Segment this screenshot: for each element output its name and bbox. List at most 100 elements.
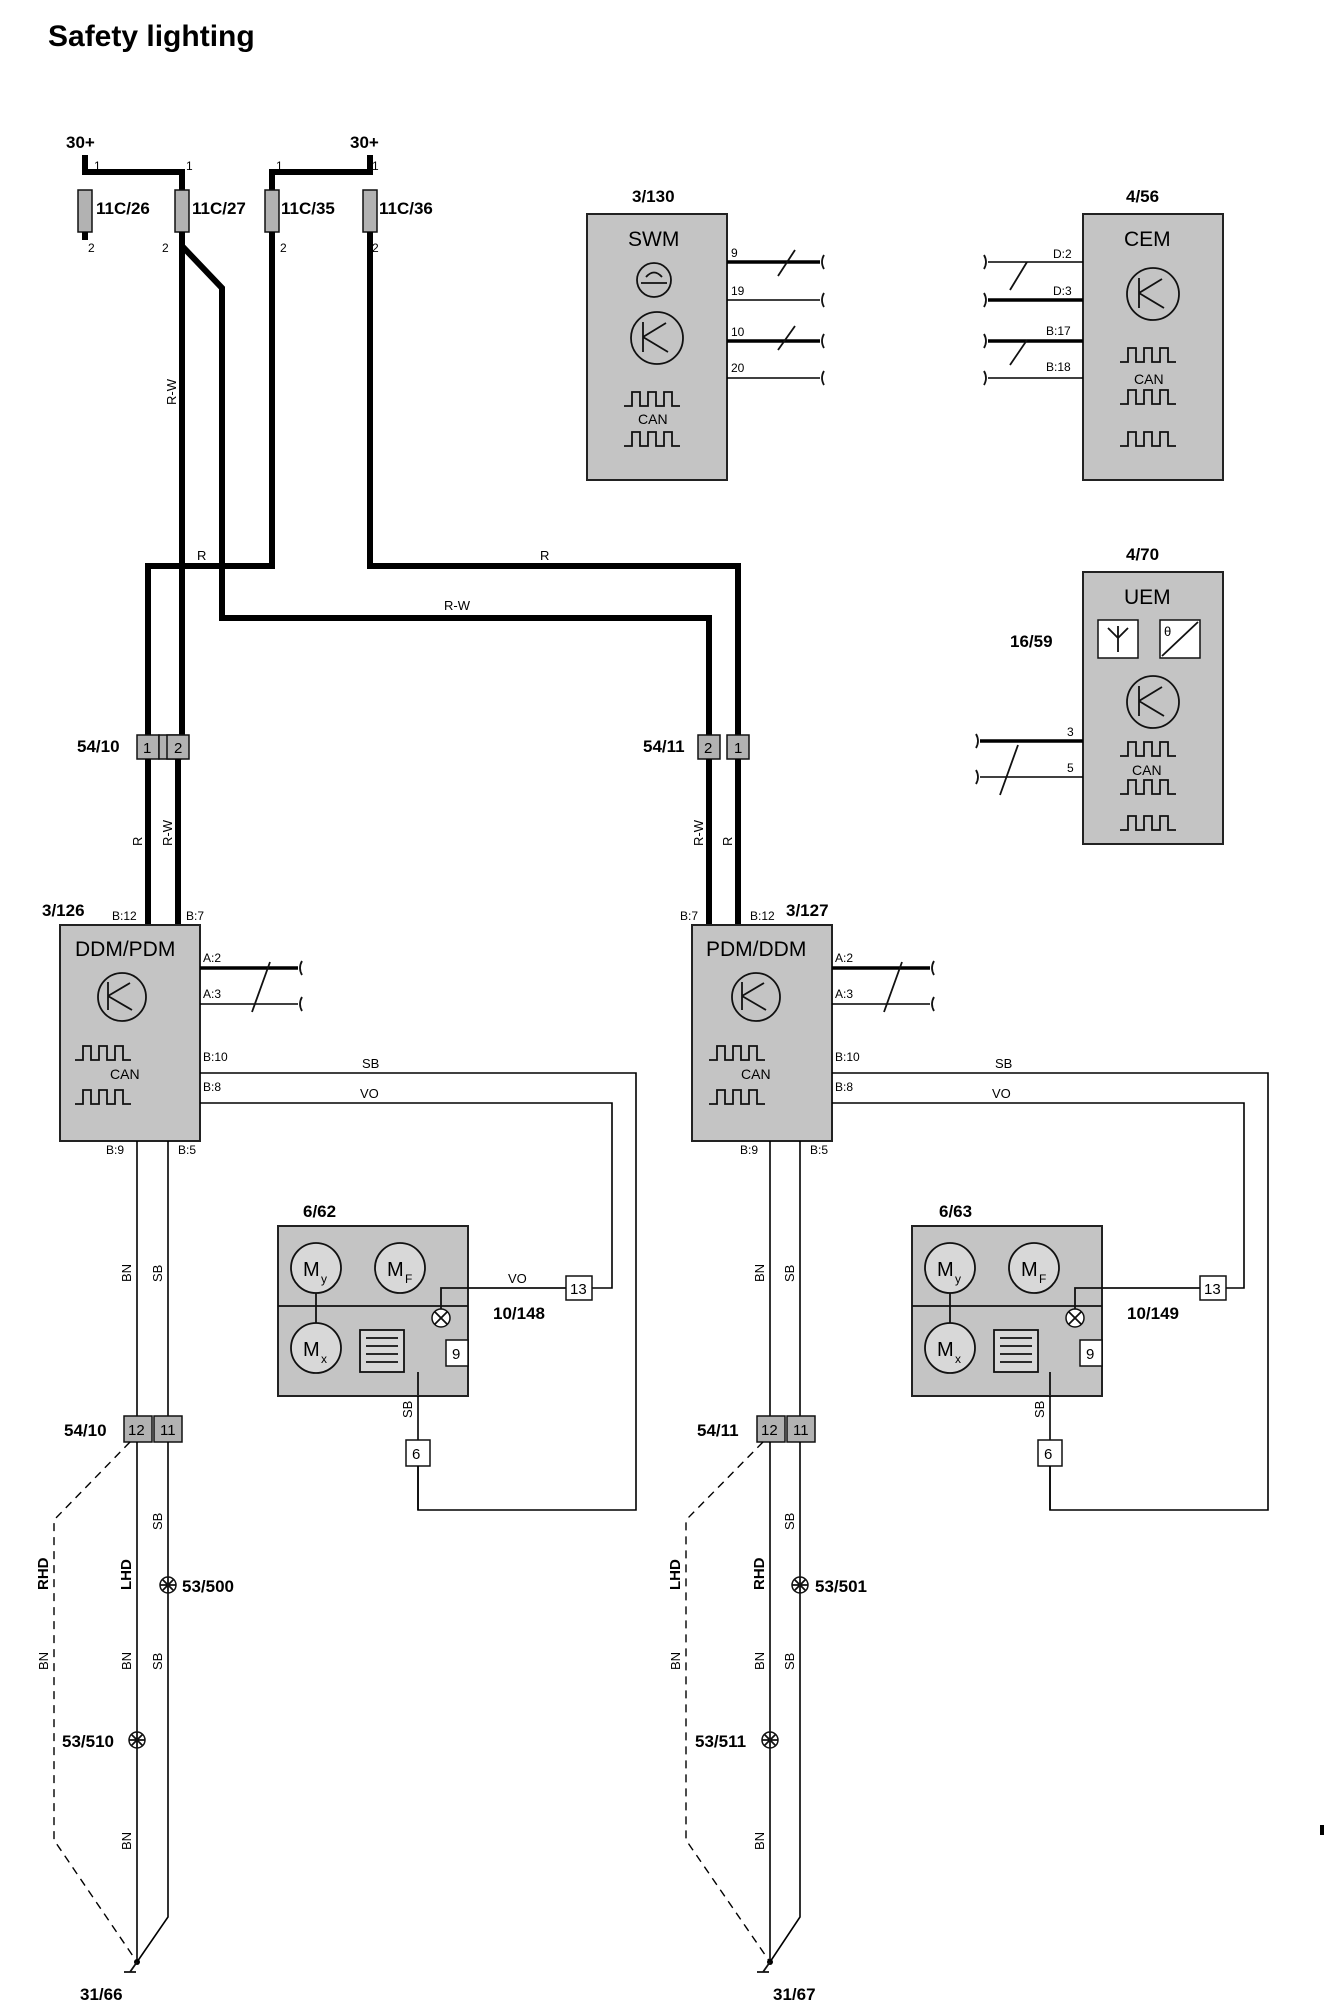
svg-text:B:18: B:18	[1046, 360, 1071, 374]
svg-text:CEM: CEM	[1124, 228, 1171, 251]
svg-text:F: F	[405, 1272, 412, 1286]
svg-text:VO: VO	[992, 1086, 1011, 1101]
svg-text:θ: θ	[1164, 624, 1171, 639]
svg-text:R-W: R-W	[164, 378, 179, 405]
svg-text:19: 19	[731, 284, 745, 298]
page-title: Safety lighting	[48, 20, 255, 53]
module-right-door: 3/127 B:7 B:12 PDM/DDM CAN A:2 A:3 B:10 …	[680, 901, 935, 1157]
svg-text:R-W: R-W	[444, 598, 471, 613]
svg-text:1: 1	[372, 159, 379, 173]
svg-text:B:5: B:5	[810, 1143, 828, 1157]
svg-text:R-W: R-W	[691, 819, 706, 846]
svg-text:A:3: A:3	[203, 987, 221, 1001]
can-wave-icon	[75, 1045, 131, 1061]
svg-text:BN: BN	[36, 1652, 51, 1670]
supply-wire-left	[82, 155, 185, 190]
svg-text:SB: SB	[150, 1265, 165, 1282]
svg-text:M: M	[937, 1259, 954, 1281]
wire-rw-right	[179, 243, 712, 735]
antenna-label: 16/59	[1010, 632, 1053, 651]
svg-text:3/130: 3/130	[632, 187, 675, 206]
svg-text:x: x	[955, 1352, 961, 1366]
lamp-label: 10/149	[1127, 1304, 1179, 1323]
svg-text:53/511: 53/511	[695, 1732, 746, 1751]
fuse-11c35: 1 2 11C/35	[264, 159, 335, 255]
svg-text:54/11: 54/11	[643, 737, 685, 756]
svg-text:31/66: 31/66	[80, 1985, 123, 2000]
connector-54-10-lower: 54/10 12 11	[64, 1415, 183, 1443]
module-cem: 4/56 CEM CAN D:2 D:3 B:17 B:18	[983, 187, 1224, 481]
svg-text:1: 1	[276, 159, 283, 173]
transistor-icon	[731, 972, 781, 1022]
svg-text:R-W: R-W	[160, 819, 175, 846]
fuse-11c36: 1 2 11C/36	[362, 159, 433, 255]
horn-icon	[636, 262, 672, 298]
wire-r-left	[145, 232, 275, 735]
svg-text:13: 13	[1204, 1281, 1221, 1298]
svg-text:SB: SB	[995, 1056, 1012, 1071]
svg-text:SB: SB	[400, 1401, 415, 1418]
splice-53-500: 53/500	[159, 1576, 234, 1596]
svg-text:5: 5	[1067, 761, 1074, 775]
svg-text:CAN: CAN	[1134, 371, 1164, 387]
svg-text:53/500: 53/500	[182, 1577, 234, 1596]
svg-text:2: 2	[174, 740, 182, 757]
lamp-label: 10/148	[493, 1304, 545, 1323]
svg-text:B:10: B:10	[203, 1050, 228, 1064]
svg-text:2: 2	[280, 241, 287, 255]
svg-text:y: y	[321, 1272, 327, 1286]
svg-text:x: x	[321, 1352, 327, 1366]
svg-text:1: 1	[143, 740, 151, 757]
svg-text:SB: SB	[782, 1265, 797, 1282]
wire-vo-left	[200, 1102, 613, 1289]
svg-text:CAN: CAN	[110, 1066, 140, 1082]
fuse-label: 11C/36	[379, 199, 433, 218]
svg-text:54/10: 54/10	[64, 1421, 107, 1440]
module-swm: 3/130 SWM CAN 9 19 10 20	[586, 187, 825, 481]
svg-text:SB: SB	[150, 1653, 165, 1670]
svg-text:CAN: CAN	[741, 1066, 771, 1082]
svg-text:M: M	[303, 1259, 320, 1281]
svg-text:12: 12	[761, 1422, 778, 1439]
wire-r-right	[367, 232, 741, 735]
can-wave-icon	[624, 391, 680, 407]
svg-text:BN: BN	[752, 1264, 767, 1282]
svg-text:M: M	[387, 1259, 404, 1281]
svg-text:B:5: B:5	[178, 1143, 196, 1157]
svg-text:BN: BN	[119, 1652, 134, 1670]
svg-text:12: 12	[128, 1422, 145, 1439]
svg-text:BN: BN	[668, 1652, 683, 1670]
svg-text:6: 6	[412, 1446, 420, 1463]
svg-text:9: 9	[452, 1346, 460, 1363]
svg-text:CAN: CAN	[638, 411, 668, 427]
svg-text:M: M	[1021, 1259, 1038, 1281]
module-left-mirror: 6/62 M y M F M x 9 VO 10/148	[277, 1202, 578, 1397]
svg-text:2: 2	[88, 241, 95, 255]
svg-text:6/62: 6/62	[303, 1202, 336, 1221]
svg-text:SB: SB	[782, 1513, 797, 1530]
svg-text:RHD: RHD	[35, 1557, 52, 1590]
svg-text:SB: SB	[150, 1513, 165, 1530]
heater-icon	[359, 1329, 405, 1373]
svg-text:VO: VO	[360, 1086, 379, 1101]
svg-text:SB: SB	[362, 1056, 379, 1071]
svg-text:31/67: 31/67	[773, 1985, 816, 2000]
svg-text:3/126: 3/126	[42, 901, 85, 920]
fuse-label: 11C/27	[192, 199, 246, 218]
svg-text:9: 9	[1086, 1346, 1094, 1363]
svg-text:3: 3	[1067, 725, 1074, 739]
svg-text:6: 6	[1044, 1446, 1052, 1463]
svg-text:B:17: B:17	[1046, 324, 1071, 338]
transistor-icon	[97, 972, 147, 1022]
svg-text:B:9: B:9	[106, 1143, 124, 1157]
fuse-label: 11C/26	[96, 199, 150, 218]
svg-text:D:2: D:2	[1053, 247, 1072, 261]
svg-text:R: R	[197, 548, 206, 563]
svg-text:A:2: A:2	[203, 951, 221, 965]
svg-text:2: 2	[162, 241, 169, 255]
splice-53-510: 53/510	[62, 1731, 146, 1751]
svg-text:4/70: 4/70	[1126, 545, 1159, 564]
svg-text:13: 13	[570, 1281, 587, 1298]
fuse-label: 11C/35	[281, 199, 335, 218]
